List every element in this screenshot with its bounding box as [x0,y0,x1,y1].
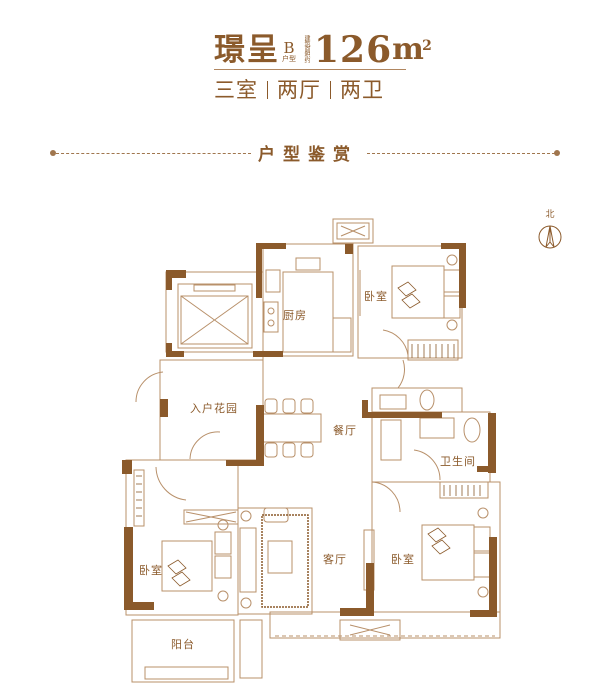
section-header: 户型鉴赏 [50,140,560,168]
layout-halls: 两厅 [277,78,321,102]
title-divider [214,69,406,70]
compass: 北 [535,207,565,257]
section-title: 户型鉴赏 [258,145,358,165]
unit-type: B 户型 [282,41,296,64]
thick-walls [122,243,497,617]
divider-dashed-right [367,153,555,154]
divider-dot-right [554,150,560,156]
unit-type-label: 户型 [282,55,296,63]
area-unit-text: m [392,32,424,67]
room-label-balcony: 阳台 [171,638,195,651]
room-label-kitchen: 厨房 [283,309,307,322]
layout-baths: 两卫 [340,78,384,102]
room-label-living: 客厅 [323,553,347,566]
unit-type-letter: B [283,39,295,57]
room-label-bathroom: 卫生间 [440,455,476,468]
project-name: 璟呈 [214,32,280,68]
room-label-bedroom-north: 卧室 [364,290,388,303]
room-label-bedroom-south: 卧室 [391,553,415,566]
layout-bedrooms: 三室 [214,78,258,102]
area-label: 建筑面积约 [303,34,310,63]
compass-label: 北 [545,210,555,220]
divider-dot-left [50,150,56,156]
room-label-bedroom-west: 卧室 [139,564,163,577]
layout-separator [267,81,268,99]
area-unit-sup: 2 [422,38,432,54]
north-arrow-icon [538,225,562,249]
layout-summary: 三室两厅两卫 [214,74,414,104]
room-label-dining: 餐厅 [333,424,357,437]
area-value: 126 [314,29,393,71]
room-label-entry-garden: 入户花园 [190,402,238,415]
layout-separator [330,81,331,99]
divider-dashed-left [56,153,251,154]
kitchen-outline [262,243,354,357]
